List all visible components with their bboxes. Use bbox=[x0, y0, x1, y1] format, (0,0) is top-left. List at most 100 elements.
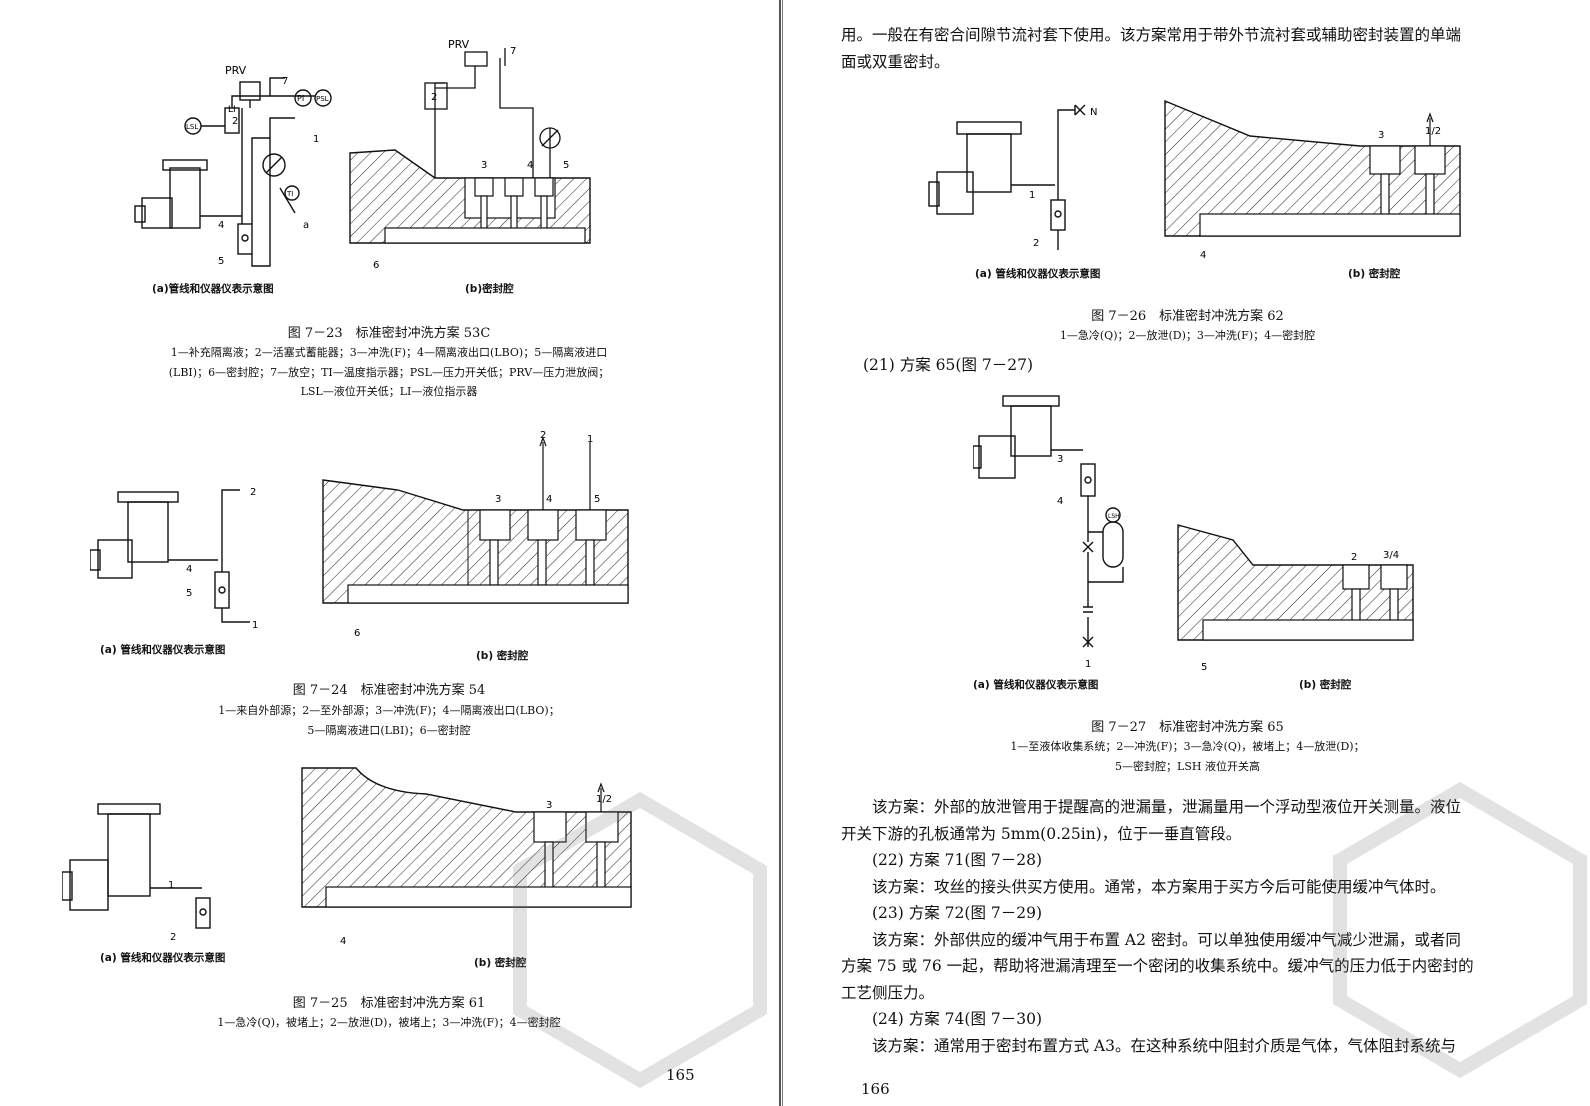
text-line: (24) 方案 74(图 7－30) bbox=[872, 1010, 1043, 1028]
figure-7-23-diagram-a: PRV LI LSL 2 7 PI PSL 1 TI a 4 5 bbox=[134, 64, 332, 267]
label-1: 1 bbox=[313, 134, 319, 145]
text-line: 用。一般在有密合间隙节流衬套下使用。该方案常用于带外节流衬套或辅助密封装置的单端 bbox=[841, 26, 1462, 44]
legend-line: 5—密封腔；LSH 液位开关高 bbox=[1115, 759, 1260, 773]
text-line: (22) 方案 71(图 7－28) bbox=[872, 851, 1043, 869]
f25-label-2: 2 bbox=[170, 932, 176, 943]
fig26-title: 图 7－26 标准密封冲洗方案 62 bbox=[1091, 309, 1284, 324]
legend-line: 5—隔离液进口(LBI)；6—密封腔 bbox=[307, 723, 471, 737]
fig25-sub-a: (a) 管线和仪器仪表示意图 bbox=[100, 952, 226, 964]
f24b-label-3: 3 bbox=[495, 494, 501, 505]
label-ti: TI bbox=[286, 190, 293, 198]
figure-7-25-diagram-a: 1 2 bbox=[62, 803, 211, 943]
fig27-sub-b: (b) 密封腔 bbox=[1299, 679, 1352, 691]
f26-label-2: 2 bbox=[1033, 238, 1039, 249]
f26b-label-3: 3 bbox=[1378, 130, 1384, 141]
text-line: 工艺侧压力。 bbox=[841, 983, 935, 1002]
fig25-title: 图 7－25 标准密封冲洗方案 61 bbox=[292, 996, 486, 1011]
fig24-sub-a: (a) 管线和仪器仪表示意图 bbox=[100, 644, 226, 656]
fig24-legend: 1—来自外部源；2—至外部源；3—冲洗(F)；4—隔离液出口(LBO)； 5—隔… bbox=[0, 701, 778, 740]
f27-label-1: 1 bbox=[1085, 659, 1091, 670]
fig25-sub-b: (b) 密封腔 bbox=[474, 957, 527, 969]
f24b-label-4: 4 bbox=[546, 494, 552, 505]
label-psl: PSL bbox=[316, 95, 329, 103]
f27-label-lsh: LSH bbox=[1108, 513, 1120, 520]
spine-divider bbox=[778, 0, 785, 1106]
f24-label-4: 4 bbox=[186, 564, 192, 575]
legend-line: (LBI)；6—密封腔；7—放空；TI—温度指示器；PSL—压力开关低；PRV—… bbox=[168, 365, 610, 379]
f26-label-1: 1 bbox=[1029, 190, 1035, 201]
figure-7-26-diagram-b: 3 1/2 4 bbox=[1164, 99, 1461, 261]
label-4: 4 bbox=[218, 220, 224, 231]
fig23-title: 图 7－23 标准密封冲洗方案 53C bbox=[287, 326, 491, 341]
heading-21: (21) 方案 65(图 7－27) bbox=[863, 356, 1034, 374]
fig25-legend: 1—急冷(Q)，被堵上；2—放泄(D)，被堵上；3—冲洗(F)；4—密封腔 bbox=[0, 1013, 778, 1033]
fig26-sub-a: (a) 管线和仪器仪表示意图 bbox=[975, 268, 1101, 280]
body-text: 该方案：外部的放泄管用于提醒高的泄漏量，泄漏量用一个浮动型液位开关测量。液位 开… bbox=[841, 794, 1576, 1059]
label-3-b: 3 bbox=[481, 160, 487, 171]
label-6-b: 6 bbox=[373, 260, 379, 271]
fig27-sub-a: (a) 管线和仪器仪表示意图 bbox=[973, 679, 1099, 691]
text-line: 该方案：外部供应的缓冲气用于布置 A2 密封。可以单独使用缓冲气减少泄漏，或者同 bbox=[872, 930, 1461, 949]
legend-line: LSL—液位开关低；LI—液位指示器 bbox=[300, 385, 478, 398]
label-2-b: 2 bbox=[431, 92, 437, 103]
top-paragraph: 用。一般在有密合间隙节流衬套下使用。该方案常用于带外节流衬套或辅助密封装置的单端… bbox=[841, 22, 1571, 75]
label-5: 5 bbox=[218, 256, 224, 267]
f25b-label-4: 4 bbox=[340, 936, 346, 947]
f25-label-1: 1 bbox=[168, 880, 174, 891]
legend-line: 1—补充隔离液；2—活塞式蓄能器；3—冲洗(F)；4—隔离液出口(LBO)；5—… bbox=[170, 346, 608, 359]
f26b-label-4: 4 bbox=[1200, 250, 1206, 261]
f24-label-5: 5 bbox=[186, 588, 192, 599]
label-5-b: 5 bbox=[563, 160, 569, 171]
label-prv-b: PRV bbox=[448, 38, 470, 51]
label-a: a bbox=[303, 220, 309, 231]
figure-7-26-diagram-a: N 1 2 bbox=[928, 104, 1097, 250]
figure-7-24-diagram-a: 2 4 5 1 bbox=[90, 487, 258, 630]
page-number-right: 166 bbox=[861, 1080, 890, 1098]
text-line: 该方案：攻丝的接头供买方使用。通常，本方案用于买方今后可能使用缓冲气体时。 bbox=[872, 877, 1446, 896]
text-line: 方案 75 或 76 一起，帮助将泄漏清理至一个密闭的收集系统中。缓冲气的压力低… bbox=[841, 957, 1474, 975]
label-prv: PRV bbox=[225, 64, 247, 77]
fig27-title: 图 7－27 标准密封冲洗方案 65 bbox=[1091, 720, 1284, 735]
f26-label-nr: N bbox=[1090, 107, 1097, 118]
f26b-label-half: 1/2 bbox=[1425, 126, 1441, 137]
label-pi: PI bbox=[297, 94, 304, 103]
f27-label-3: 3 bbox=[1057, 454, 1063, 465]
legend-line: 1—至液体收集系统；2—冲洗(F)；3—急冷(Q)，被堵上；4—放泄(D)； bbox=[1010, 740, 1365, 753]
label-4-b: 4 bbox=[527, 160, 533, 171]
text-line: 该方案：通常用于密封布置方式 A3。在这种系统中阻封介质是气体，气体阻封系统与 bbox=[872, 1036, 1456, 1055]
f27b-label-34: 3/4 bbox=[1383, 550, 1399, 561]
text-line: 该方案：外部的放泄管用于提醒高的泄漏量，泄漏量用一个浮动型液位开关测量。液位 bbox=[872, 798, 1462, 816]
text-line: (23) 方案 72(图 7－29) bbox=[872, 904, 1043, 922]
label-7: 7 bbox=[282, 76, 288, 87]
legend-line: 1—急冷(Q)；2—放泄(D)；3—冲洗(F)；4—密封腔 bbox=[1059, 329, 1316, 342]
fig23-sub-a: (a)管线和仪器仪表示意图 bbox=[152, 283, 274, 295]
f27b-label-2: 2 bbox=[1351, 552, 1357, 563]
figure-7-25-diagram-b: 3 1/2 4 bbox=[301, 767, 632, 947]
label-li: LI bbox=[228, 105, 236, 115]
text-line: 面或双重密封。 bbox=[841, 52, 950, 71]
f24-label-2: 2 bbox=[250, 487, 256, 498]
f24b-label-6: 6 bbox=[354, 628, 360, 638]
legend-line: 1—急冷(Q)，被堵上；2—放泄(D)，被堵上；3—冲洗(F)；4—密封腔 bbox=[217, 1016, 561, 1029]
figure-7-27-diagram-b: 2 3/4 5 bbox=[1177, 524, 1414, 673]
fig23-sub-b: (b)密封腔 bbox=[465, 283, 514, 295]
legend-line: 1—来自外部源；2—至外部源；3—冲洗(F)；4—隔离液出口(LBO)； bbox=[218, 704, 560, 717]
right-page: 用。一般在有密合间隙节流衬套下使用。该方案常用于带外节流衬套或辅助密封装置的单端… bbox=[785, 0, 1590, 1106]
f24b-label-2: 2 bbox=[540, 430, 546, 441]
f27b-label-5: 5 bbox=[1201, 662, 1207, 673]
f24b-label-5: 5 bbox=[594, 494, 600, 505]
fig26-sub-b: (b) 密封腔 bbox=[1348, 268, 1401, 280]
label-lsl: LSL bbox=[186, 123, 198, 131]
label-7-b: 7 bbox=[510, 46, 516, 57]
fig26-legend: 1—急冷(Q)；2—放泄(D)；3—冲洗(F)；4—密封腔 bbox=[785, 326, 1590, 346]
figure-7-24-diagram-b: 2 1 3 4 5 6 bbox=[322, 430, 629, 638]
figure-7-27-diagram-a: LSH 3 4 1 bbox=[973, 395, 1124, 670]
text-line: 开关下游的孔板通常为 5mm(0.25in)，位于一垂直管段。 bbox=[841, 824, 1242, 843]
f25b-label-half: 1/2 bbox=[596, 794, 612, 805]
fig27-legend: 1—至液体收集系统；2—冲洗(F)；3—急冷(Q)，被堵上；4—放泄(D)； 5… bbox=[785, 737, 1590, 776]
fig24-title: 图 7－24 标准密封冲洗方案 54 bbox=[292, 683, 486, 698]
page-number-left: 165 bbox=[666, 1066, 695, 1084]
f27-label-4: 4 bbox=[1057, 496, 1063, 507]
f25b-label-3: 3 bbox=[546, 800, 552, 811]
f24-label-1: 1 bbox=[252, 620, 258, 630]
